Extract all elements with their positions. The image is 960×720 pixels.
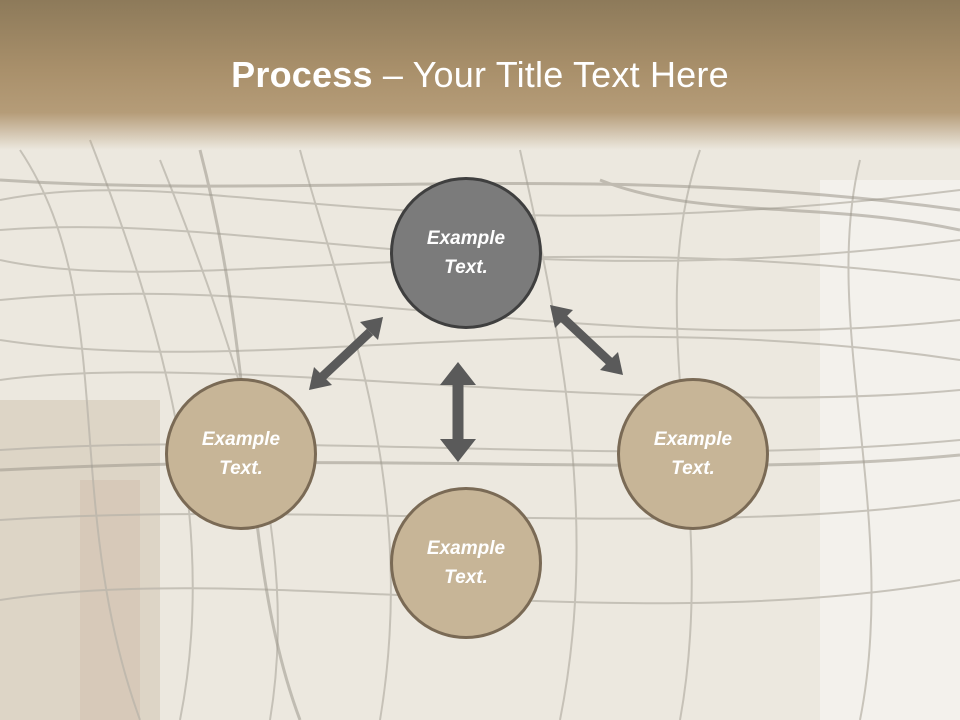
arrow-top-left: [309, 317, 383, 390]
process-node-bottom: Example Text.: [390, 487, 542, 639]
arrow-vertical: [440, 362, 476, 462]
node-bottom-text: Example Text.: [426, 538, 506, 588]
slide-title: Process – Your Title Text Here: [0, 52, 960, 98]
node-right-text: Example Text.: [653, 429, 733, 479]
arrow-top-right: [550, 305, 623, 375]
title-bold: Process: [231, 54, 373, 95]
node-top-text: Example Text.: [426, 228, 506, 278]
node-left-text: Example Text.: [201, 429, 281, 479]
title-rest: – Your Title Text Here: [372, 54, 729, 95]
process-node-right: Example Text.: [617, 378, 769, 530]
process-node-left: Example Text.: [165, 378, 317, 530]
title-bar: [0, 0, 960, 150]
process-node-top: Example Text.: [390, 177, 542, 329]
